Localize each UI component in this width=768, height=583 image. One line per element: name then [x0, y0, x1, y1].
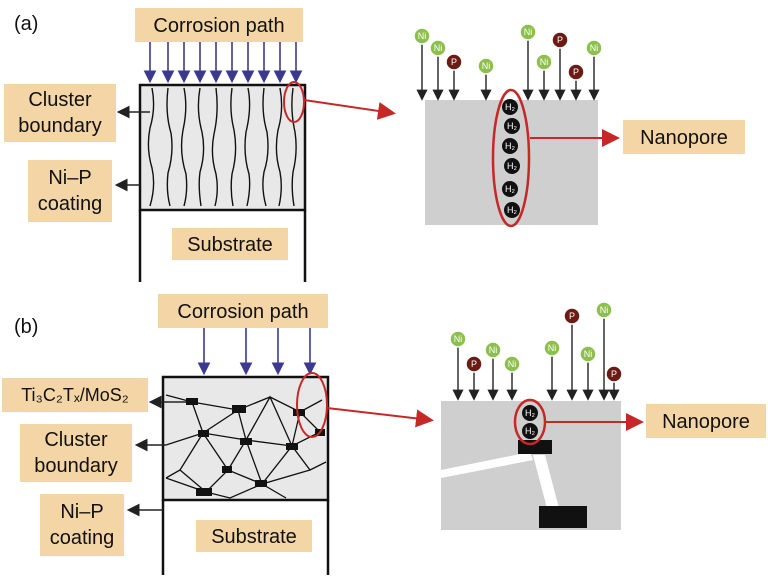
nanopore-ellipse-b [513, 398, 547, 446]
ni-atom [585, 39, 603, 57]
nip-label-bg-a [28, 160, 112, 222]
panel-a-tag: (a) [14, 13, 38, 35]
h2-label: H₂ [505, 141, 515, 151]
ni-atom-label: Ni [508, 359, 517, 369]
corrosion-path-label: Corrosion path [153, 15, 284, 37]
ion-arrows-a [416, 40, 600, 101]
ni-atom [413, 27, 431, 45]
ni-atom-label: Ni [482, 61, 491, 71]
p-atom [567, 63, 585, 81]
substrate-label-bg-a [172, 228, 288, 260]
ni-atom [484, 341, 502, 359]
atoms-a: Ni Ni P Ni Ni Ni P P Ni [413, 23, 603, 81]
substrate-label-b: Substrate [211, 526, 297, 548]
p-atom-label: P [611, 369, 617, 379]
h2-label: H₂ [507, 205, 517, 215]
nanopore-ellipse-a [491, 88, 531, 228]
p-atom-label: P [557, 35, 563, 45]
ni-atom-label: Ni [584, 349, 593, 359]
nanopore-label-b: Nanopore [662, 411, 750, 433]
nanopore-label-a: Nanopore [640, 127, 728, 149]
corrosion-arrows-b [197, 328, 317, 376]
white-channel-2 [533, 455, 560, 512]
highlight-ellipse-a [283, 81, 305, 123]
mxene-label: Ti₃C₂Tₓ/MoS₂ [21, 385, 129, 405]
p-atom [465, 355, 483, 373]
zoom-arrow-a [303, 99, 396, 120]
corrosion-label-bg-b [158, 294, 328, 328]
ni-atom-label: Ni [434, 43, 443, 53]
ni-atom-label: Ni [548, 343, 557, 353]
ni-atom [503, 355, 521, 373]
ni-atom [543, 339, 561, 357]
ni-atom [477, 57, 495, 75]
mxene-label-bg [2, 378, 148, 412]
p-atom [445, 53, 463, 71]
ni-atom [595, 301, 613, 319]
substrate-label-a: Substrate [187, 234, 273, 256]
ni-atom-label: Ni [600, 305, 609, 315]
nanopore-label-bg-b [646, 404, 766, 438]
nanopore-label-bg-a [623, 120, 745, 154]
panel-b: (b) Corrosion path [2, 294, 766, 575]
ni-atom [579, 345, 597, 363]
columnar-boundaries [147, 87, 297, 207]
cluster-boundary-line2-a: boundary [18, 115, 101, 137]
cluster-boundary-line2-b: boundary [34, 455, 117, 477]
panel-a: (a) Corrosion path [4, 8, 745, 282]
ni-atom [535, 53, 553, 71]
substrate-label-bg-b [196, 520, 312, 552]
ni-atom-label: Ni [590, 43, 599, 53]
ni-atom [519, 23, 537, 41]
h2-bubbles-b: H₂ H₂ [522, 405, 538, 439]
cluster-boundary-line1-b: Cluster [44, 429, 108, 451]
nip-line2-a: coating [38, 193, 103, 215]
p-atom-label: P [573, 67, 579, 77]
nip-line1-b: Ni–P [60, 501, 103, 523]
ni-atom [429, 39, 447, 57]
h2-label: H₂ [525, 408, 535, 418]
p-atom [605, 365, 623, 383]
highlight-ellipse-b [296, 372, 328, 438]
nip-line1-a: Ni–P [48, 167, 91, 189]
ni-atom [449, 330, 467, 348]
p-atom-label: P [569, 311, 575, 321]
nip-label-bg-b [40, 494, 124, 556]
h2-label: H₂ [507, 121, 517, 131]
ni-atom-label: Ni [454, 334, 463, 344]
mxene-particle-zoom-2 [539, 506, 587, 528]
p-atom-label: P [451, 57, 457, 67]
h2-label: H₂ [525, 426, 535, 436]
nip-line2-b: coating [50, 527, 115, 549]
p-atom-label: P [471, 359, 477, 369]
cluster-boundary-line1-a: Cluster [28, 89, 92, 111]
h2-label: H₂ [505, 102, 515, 112]
ni-atom-label: Ni [524, 27, 533, 37]
p-atom [563, 307, 581, 325]
atoms-b: Ni P Ni Ni Ni P Ni Ni P [449, 301, 623, 383]
p-atom [551, 31, 569, 49]
ion-arrows-b [452, 318, 620, 401]
ni-atom-label: Ni [540, 57, 549, 67]
ni-atom-label: Ni [418, 31, 427, 41]
corrosion-label-bg [135, 8, 303, 42]
h2-label: H₂ [505, 184, 515, 194]
h2-label: H₂ [507, 161, 517, 171]
white-channel-1 [441, 452, 533, 478]
corrosion-path-label-b: Corrosion path [177, 301, 308, 323]
nip-coating-box-a [138, 83, 307, 212]
panel-b-tag: (b) [14, 316, 38, 338]
ni-atom-label: Ni [489, 345, 498, 355]
corrosion-arrows-a [143, 42, 303, 84]
cluster-boundary-label-bg-b [20, 424, 132, 482]
h2-bubbles-a: H₂ H₂ H₂ H₂ H₂ H₂ [502, 99, 520, 218]
zoom-arrow-b [326, 407, 434, 428]
cluster-boundary-label-bg-a [4, 84, 116, 142]
